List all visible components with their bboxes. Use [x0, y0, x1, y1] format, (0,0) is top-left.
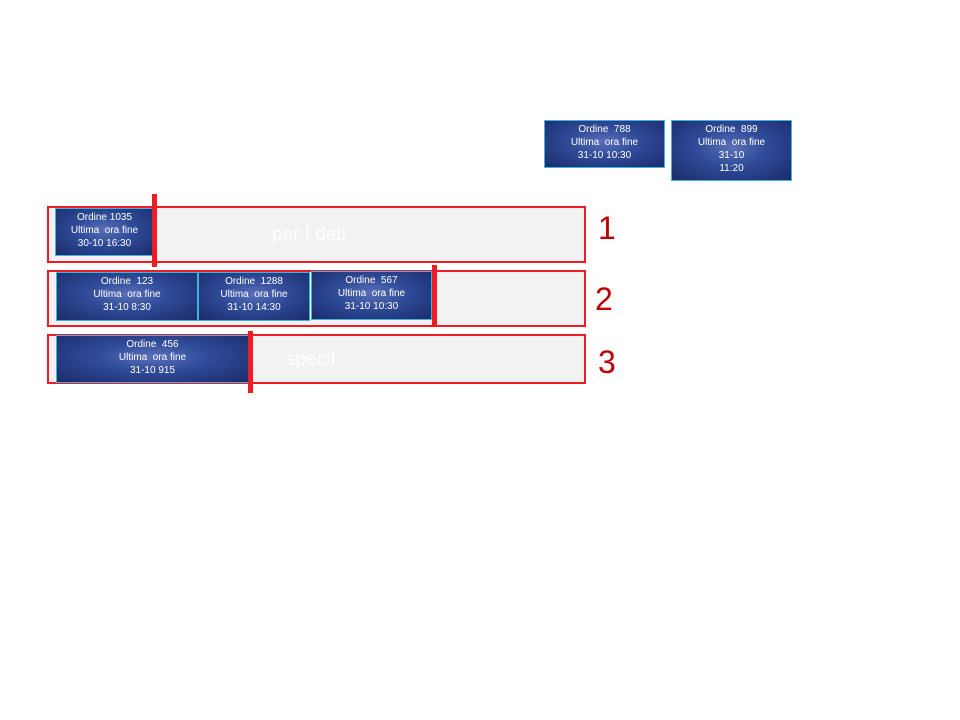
queue-order-899[interactable]: Ordine 899 Ultima ora fine 31-10 11:20: [671, 120, 792, 181]
order-title: Ordine 567: [345, 275, 398, 286]
lane-3-number: 3: [598, 344, 616, 380]
order-time-2: 11:20: [719, 163, 744, 174]
order-title: Ordine 123: [100, 276, 154, 287]
lane-1-order-1035[interactable]: Ordine 1035 Ultima ora fine 30-10 16:30: [55, 208, 154, 256]
lane-2-progress-marker: [432, 265, 437, 326]
lane-3-order-456[interactable]: Ordine 456 Ultima ora fine 31-10 915: [56, 335, 249, 383]
queue-order-788[interactable]: Ordine 788 Ultima ora fine 31-10 10:30: [544, 120, 665, 168]
order-time: 31-10 14:30: [227, 302, 281, 313]
order-time: 31-10 10:30: [577, 150, 632, 161]
order-time: 31-10 915: [129, 365, 176, 376]
order-subtitle: Ultima ora fine: [220, 289, 288, 300]
lane-2-order-1288[interactable]: Ordine 1288 Ultima ora fine 31-10 14:30: [198, 272, 310, 321]
lane-3-overlay-text: specif.: [286, 349, 341, 370]
lane-3-progress-marker: [248, 331, 253, 393]
order-time: 31-10 10:30: [344, 301, 399, 312]
lane-1-number: 1: [598, 210, 616, 246]
lane-2-number: 2: [595, 281, 613, 317]
order-subtitle: Ultima ora fine: [570, 137, 639, 148]
order-subtitle: Ultima ora fine: [697, 137, 766, 148]
order-subtitle: Ultima ora fine: [118, 352, 187, 363]
order-title: Ordine 899: [705, 124, 758, 135]
order-subtitle: Ultima ora fine: [337, 288, 406, 299]
order-time: 30-10 16:30: [77, 238, 132, 249]
order-subtitle: Ultima ora fine: [70, 225, 139, 236]
lane-2-order-567[interactable]: Ordine 567 Ultima ora fine 31-10 10:30: [311, 271, 432, 320]
lane-2-order-123[interactable]: Ordine 123 Ultima ora fine 31-10 8:30: [56, 272, 198, 321]
order-time: 31-10 8:30: [103, 302, 151, 313]
order-title: Ordine 1288: [225, 276, 283, 287]
order-title: Ordine 456: [126, 339, 179, 350]
lane-1-progress-marker: [152, 194, 157, 267]
order-subtitle: Ultima ora fine: [93, 289, 161, 300]
order-title: Ordine 1035: [76, 212, 133, 223]
lane-1-overlay-text: per I dati: [272, 224, 346, 245]
order-title: Ordine 788: [578, 124, 631, 135]
order-time: 31-10: [718, 150, 745, 161]
